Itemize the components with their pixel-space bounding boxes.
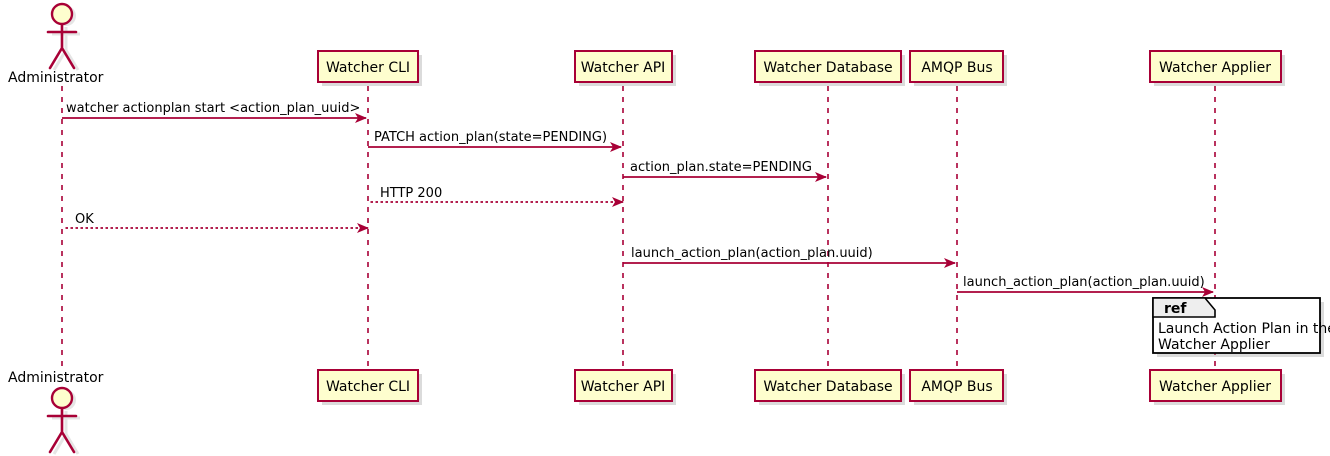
ref-title-label: ref (1164, 301, 1187, 317)
actor-body-icon (46, 23, 78, 70)
participant-box-watcher-api-top[interactable]: Watcher API (574, 50, 676, 86)
participant-box-watcher-applier-top[interactable]: Watcher Applier (1149, 50, 1285, 86)
message-2[interactable]: PATCH action_plan(state=PENDING) (368, 130, 622, 152)
actor-administrator-top[interactable]: Administrator (8, 2, 104, 86)
participant-label-amqp-bus-top: AMQP Bus (921, 60, 992, 76)
ref-fragment[interactable]: ref Launch Action Plan in the Watcher Ap… (1152, 297, 1330, 357)
message-6[interactable]: launch_action_plan(action_plan.uuid) (623, 246, 956, 268)
participant-rect (574, 50, 673, 83)
participant-box-watcher-database-bottom[interactable]: Watcher Database (754, 369, 905, 405)
participant-label-amqp-bus-bottom: AMQP Bus (921, 379, 992, 395)
participant-box-amqp-bus-bottom[interactable]: AMQP Bus (909, 369, 1007, 405)
actor-head-icon (50, 386, 74, 410)
participant-label-watcher-cli-top: Watcher CLI (326, 60, 410, 76)
actor-label-administrator-bottom: Administrator (8, 370, 104, 386)
participant-rect (909, 369, 1004, 402)
message-1[interactable]: watcher actionplan start <action_plan_uu… (62, 101, 367, 123)
participant-label-watcher-applier-top: Watcher Applier (1159, 60, 1271, 76)
message-label: OK (75, 212, 94, 227)
participant-rect (574, 369, 673, 402)
actor-head-icon (50, 2, 74, 26)
message-4[interactable]: HTTP 200 (370, 186, 624, 207)
participant-label-watcher-database-bottom: Watcher Database (763, 379, 892, 395)
participant-rect (317, 50, 419, 83)
message-label: PATCH action_plan(state=PENDING) (374, 130, 607, 145)
participant-rect (1149, 50, 1282, 83)
participant-box-watcher-applier-bottom[interactable]: Watcher Applier (1149, 369, 1285, 405)
message-label: watcher actionplan start <action_plan_uu… (66, 101, 360, 116)
message-label: action_plan.state=PENDING (630, 160, 812, 175)
participant-label-watcher-cli-bottom: Watcher CLI (326, 379, 410, 395)
participant-label-watcher-api-top: Watcher API (581, 60, 666, 76)
message-label: launch_action_plan(action_plan.uuid) (963, 275, 1205, 290)
participant-rect (909, 50, 1004, 83)
participant-label-watcher-applier-bottom: Watcher Applier (1159, 379, 1271, 395)
message-label: HTTP 200 (380, 186, 442, 201)
participant-box-amqp-bus-top[interactable]: AMQP Bus (909, 50, 1007, 86)
participant-label-watcher-api-bottom: Watcher API (581, 379, 666, 395)
message-7[interactable]: launch_action_plan(action_plan.uuid) (957, 275, 1214, 297)
message-label: launch_action_plan(action_plan.uuid) (631, 246, 873, 261)
participant-rect (754, 50, 902, 83)
participant-rect (754, 369, 902, 402)
lifelines-group (61, 86, 1216, 370)
ref-body-line-1: Launch Action Plan in the (1158, 321, 1330, 337)
message-3[interactable]: action_plan.state=PENDING (623, 160, 827, 182)
actor-body-icon (46, 407, 78, 454)
actor-administrator-bottom[interactable]: Administrator (8, 370, 104, 455)
participant-rect (1149, 369, 1282, 402)
participant-box-watcher-cli-top[interactable]: Watcher CLI (317, 50, 422, 86)
participant-box-watcher-api-bottom[interactable]: Watcher API (574, 369, 676, 405)
participant-rect (317, 369, 419, 402)
ref-tab (1152, 297, 1216, 318)
message-5[interactable]: OK (64, 212, 369, 233)
participant-box-watcher-database-top[interactable]: Watcher Database (754, 50, 905, 86)
participant-box-watcher-cli-bottom[interactable]: Watcher CLI (317, 369, 422, 405)
ref-body-line-2: Watcher Applier (1158, 337, 1270, 353)
actor-label-administrator-top: Administrator (8, 70, 104, 86)
participant-label-watcher-database-top: Watcher Database (763, 60, 892, 76)
